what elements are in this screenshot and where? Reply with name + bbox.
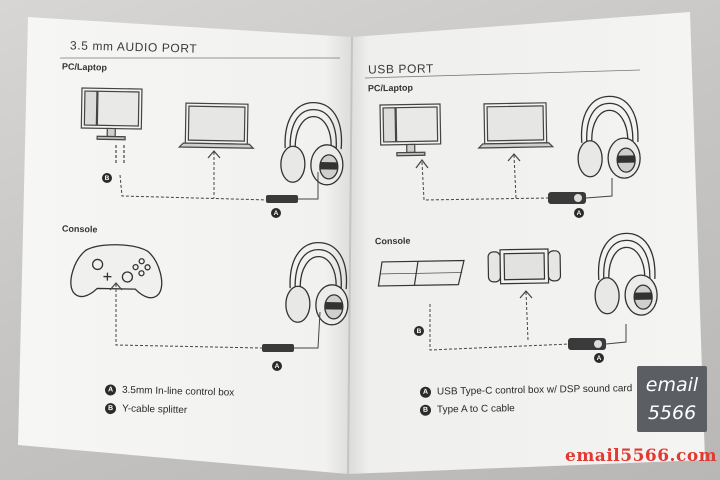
left-console-label: Console [61,223,98,235]
right-callout-b-console: B [414,326,424,336]
watermark-box: email 5566 [637,366,707,432]
right-laptop-icon [477,102,554,149]
left-callout-b-pc: B [102,173,112,183]
left-legend-b-text: Y-cable splitter [121,403,188,417]
right-legend-b-badge: B [419,404,432,416]
left-callout-a-console: A [272,361,282,371]
right-legend-b: B Type A to C cable [419,403,515,416]
right-callout-a-pc: A [574,208,584,218]
right-pc-label: PC/Laptop [367,82,414,94]
right-legend-b-text: Type A to C cable [436,403,515,416]
right-legend-a-badge: A [419,386,432,398]
ps4-console-icon [377,259,465,287]
right-section-title: USB PORT [367,61,435,77]
right-callout-a-console: A [594,353,604,363]
watermark-line-2: 5566 [647,402,697,424]
watermark-line-1: email [645,374,699,396]
left-legend-b-badge: B [104,402,117,415]
watermark-url: email5566.com [565,446,718,466]
switch-console-icon [487,248,562,285]
left-pc-label: PC/Laptop [61,61,108,73]
gamepad-icon [70,244,163,299]
right-console-label: Console [374,235,411,247]
left-laptop-icon [178,102,255,149]
left-legend-b: B Y-cable splitter [104,402,188,417]
left-callout-a-pc: A [271,208,281,218]
left-legend-a-badge: A [104,384,117,396]
